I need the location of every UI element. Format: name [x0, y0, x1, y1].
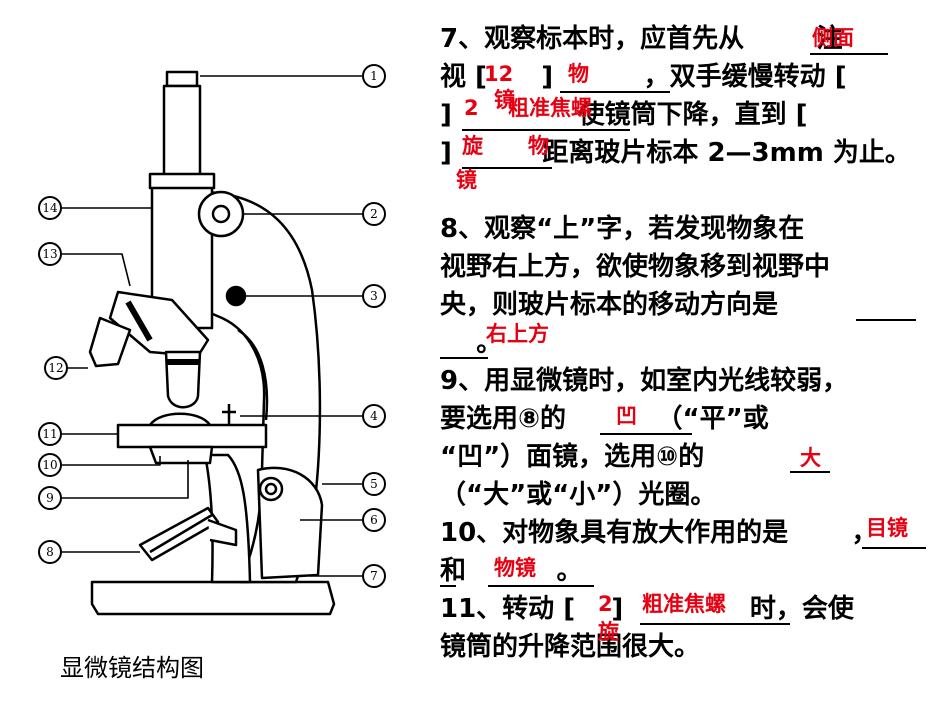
answer-concave: 凹: [616, 404, 637, 428]
part-label-4: 4: [362, 404, 386, 428]
part-label-11: 11: [38, 422, 62, 446]
microscope-pillar: [203, 453, 252, 584]
svg-text:2: 2: [370, 207, 378, 221]
part-label-3: 3: [362, 284, 386, 308]
blank-underline: [600, 433, 692, 435]
svg-text:5: 5: [370, 477, 378, 491]
answer-jing-2: 镜: [456, 168, 477, 192]
q7-line1: 7、观察标本时，应首先从 注: [440, 24, 843, 54]
svg-text:12: 12: [48, 361, 63, 375]
svg-text:10: 10: [42, 458, 57, 472]
q8-line4: 。: [440, 328, 503, 358]
answer-12: 12: [484, 62, 514, 86]
svg-text:7: 7: [370, 569, 378, 583]
answer-wu-1: 物: [568, 62, 589, 86]
answer-objective: 物镜: [494, 556, 536, 580]
svg-text:8: 8: [46, 545, 54, 559]
answer-coarse-1: 粗准焦螺: [508, 96, 592, 120]
svg-text:11: 11: [42, 427, 57, 441]
q8-line2: 视野右上方，欲使物象移到视野中: [440, 252, 831, 282]
q7-line2: 视 [ ] ，双手缓慢转动 [: [440, 62, 847, 92]
q9-line1: 9、用显微镜时，如室内光线较弱，: [440, 366, 849, 396]
answer-2a: 2: [464, 96, 479, 120]
blank-underline: [462, 167, 552, 169]
blank-underline: [640, 623, 790, 625]
blank-underline: [790, 471, 830, 473]
svg-text:14: 14: [42, 201, 58, 215]
q11-line2: 镜筒的升降范围很大。: [440, 632, 701, 662]
stage: [116, 423, 268, 449]
svg-text:4: 4: [370, 409, 378, 423]
part-label-1: 1: [362, 64, 386, 88]
part-label-8: 8: [38, 540, 62, 564]
answer-eyepiece: 目镜: [866, 516, 908, 540]
part-label-6: 6: [362, 508, 386, 532]
blank-underline: [810, 53, 888, 55]
svg-text:9: 9: [46, 491, 54, 505]
part-label-14: 14: [38, 196, 62, 220]
q8-line1: 8、观察“上”字，若发现物象在: [440, 214, 805, 244]
answer-wu-2: 物: [528, 134, 549, 158]
blank-underline: [440, 357, 488, 359]
part-label-7: 7: [362, 564, 386, 588]
svg-text:1: 1: [370, 69, 378, 83]
svg-text:13: 13: [42, 247, 57, 261]
part-label-12: 12: [44, 356, 68, 380]
blank-underline: [488, 585, 594, 587]
q11-line1: 11、转动 [ ] 时，会使: [440, 594, 854, 624]
objective-lens-left: [88, 316, 132, 368]
q9-line4: （“大”或“小”）光圈。: [440, 480, 717, 510]
part-label-10: 10: [38, 453, 62, 477]
objective-lens-center: [164, 350, 202, 409]
part-label-5: 5: [362, 472, 386, 496]
q7-line3: ] 使镜筒下降，直到 [: [440, 100, 808, 130]
q10-line1: 10、对物象具有放大作用的是 ，: [440, 518, 878, 548]
answer-coarse-2: 粗准焦螺: [642, 592, 726, 616]
microscope-diagram: 1 2 3 4 5 6 7 14 13 12 11 10 9 8: [38, 64, 386, 616]
q7-line4: ] 距离玻片标本 2—3mm 为止。: [440, 138, 911, 168]
answer-xuan-2: 旋: [598, 620, 619, 644]
blank-underline: [462, 129, 630, 131]
diagram-caption: 显微镜结构图: [60, 654, 204, 682]
blank-underline: [560, 91, 670, 93]
q9-line3: “凹”）面镜，选用⑩的: [440, 442, 705, 472]
part-label-2: 2: [362, 202, 386, 226]
answer-direction: 右上方: [486, 322, 549, 346]
q10-line2: 和 。: [440, 556, 583, 586]
microscope-base: [90, 580, 336, 616]
q8-line3: 央，则玻片标本的移动方向是: [440, 290, 779, 320]
blank-underline: [856, 319, 916, 321]
q9-line2: 要选用⑧的 （“平”或: [440, 404, 769, 434]
diaphragm: [148, 445, 214, 465]
answer-2b: 2: [598, 592, 613, 616]
blank-underline: [440, 585, 456, 587]
part-label-13: 13: [38, 242, 62, 266]
svg-text:6: 6: [370, 513, 378, 527]
answer-side: 侧面: [812, 26, 854, 50]
answer-big: 大: [800, 446, 821, 470]
svg-text:3: 3: [370, 289, 378, 303]
coarse-adjustment-knob: [197, 190, 245, 238]
blank-underline: [862, 547, 926, 549]
fine-adjustment-knob: [225, 285, 247, 307]
answer-jing-1: 镜: [494, 88, 515, 112]
part-label-9: 9: [38, 486, 62, 510]
eyepiece: [165, 70, 199, 88]
answer-xuan-1: 旋: [462, 134, 483, 158]
